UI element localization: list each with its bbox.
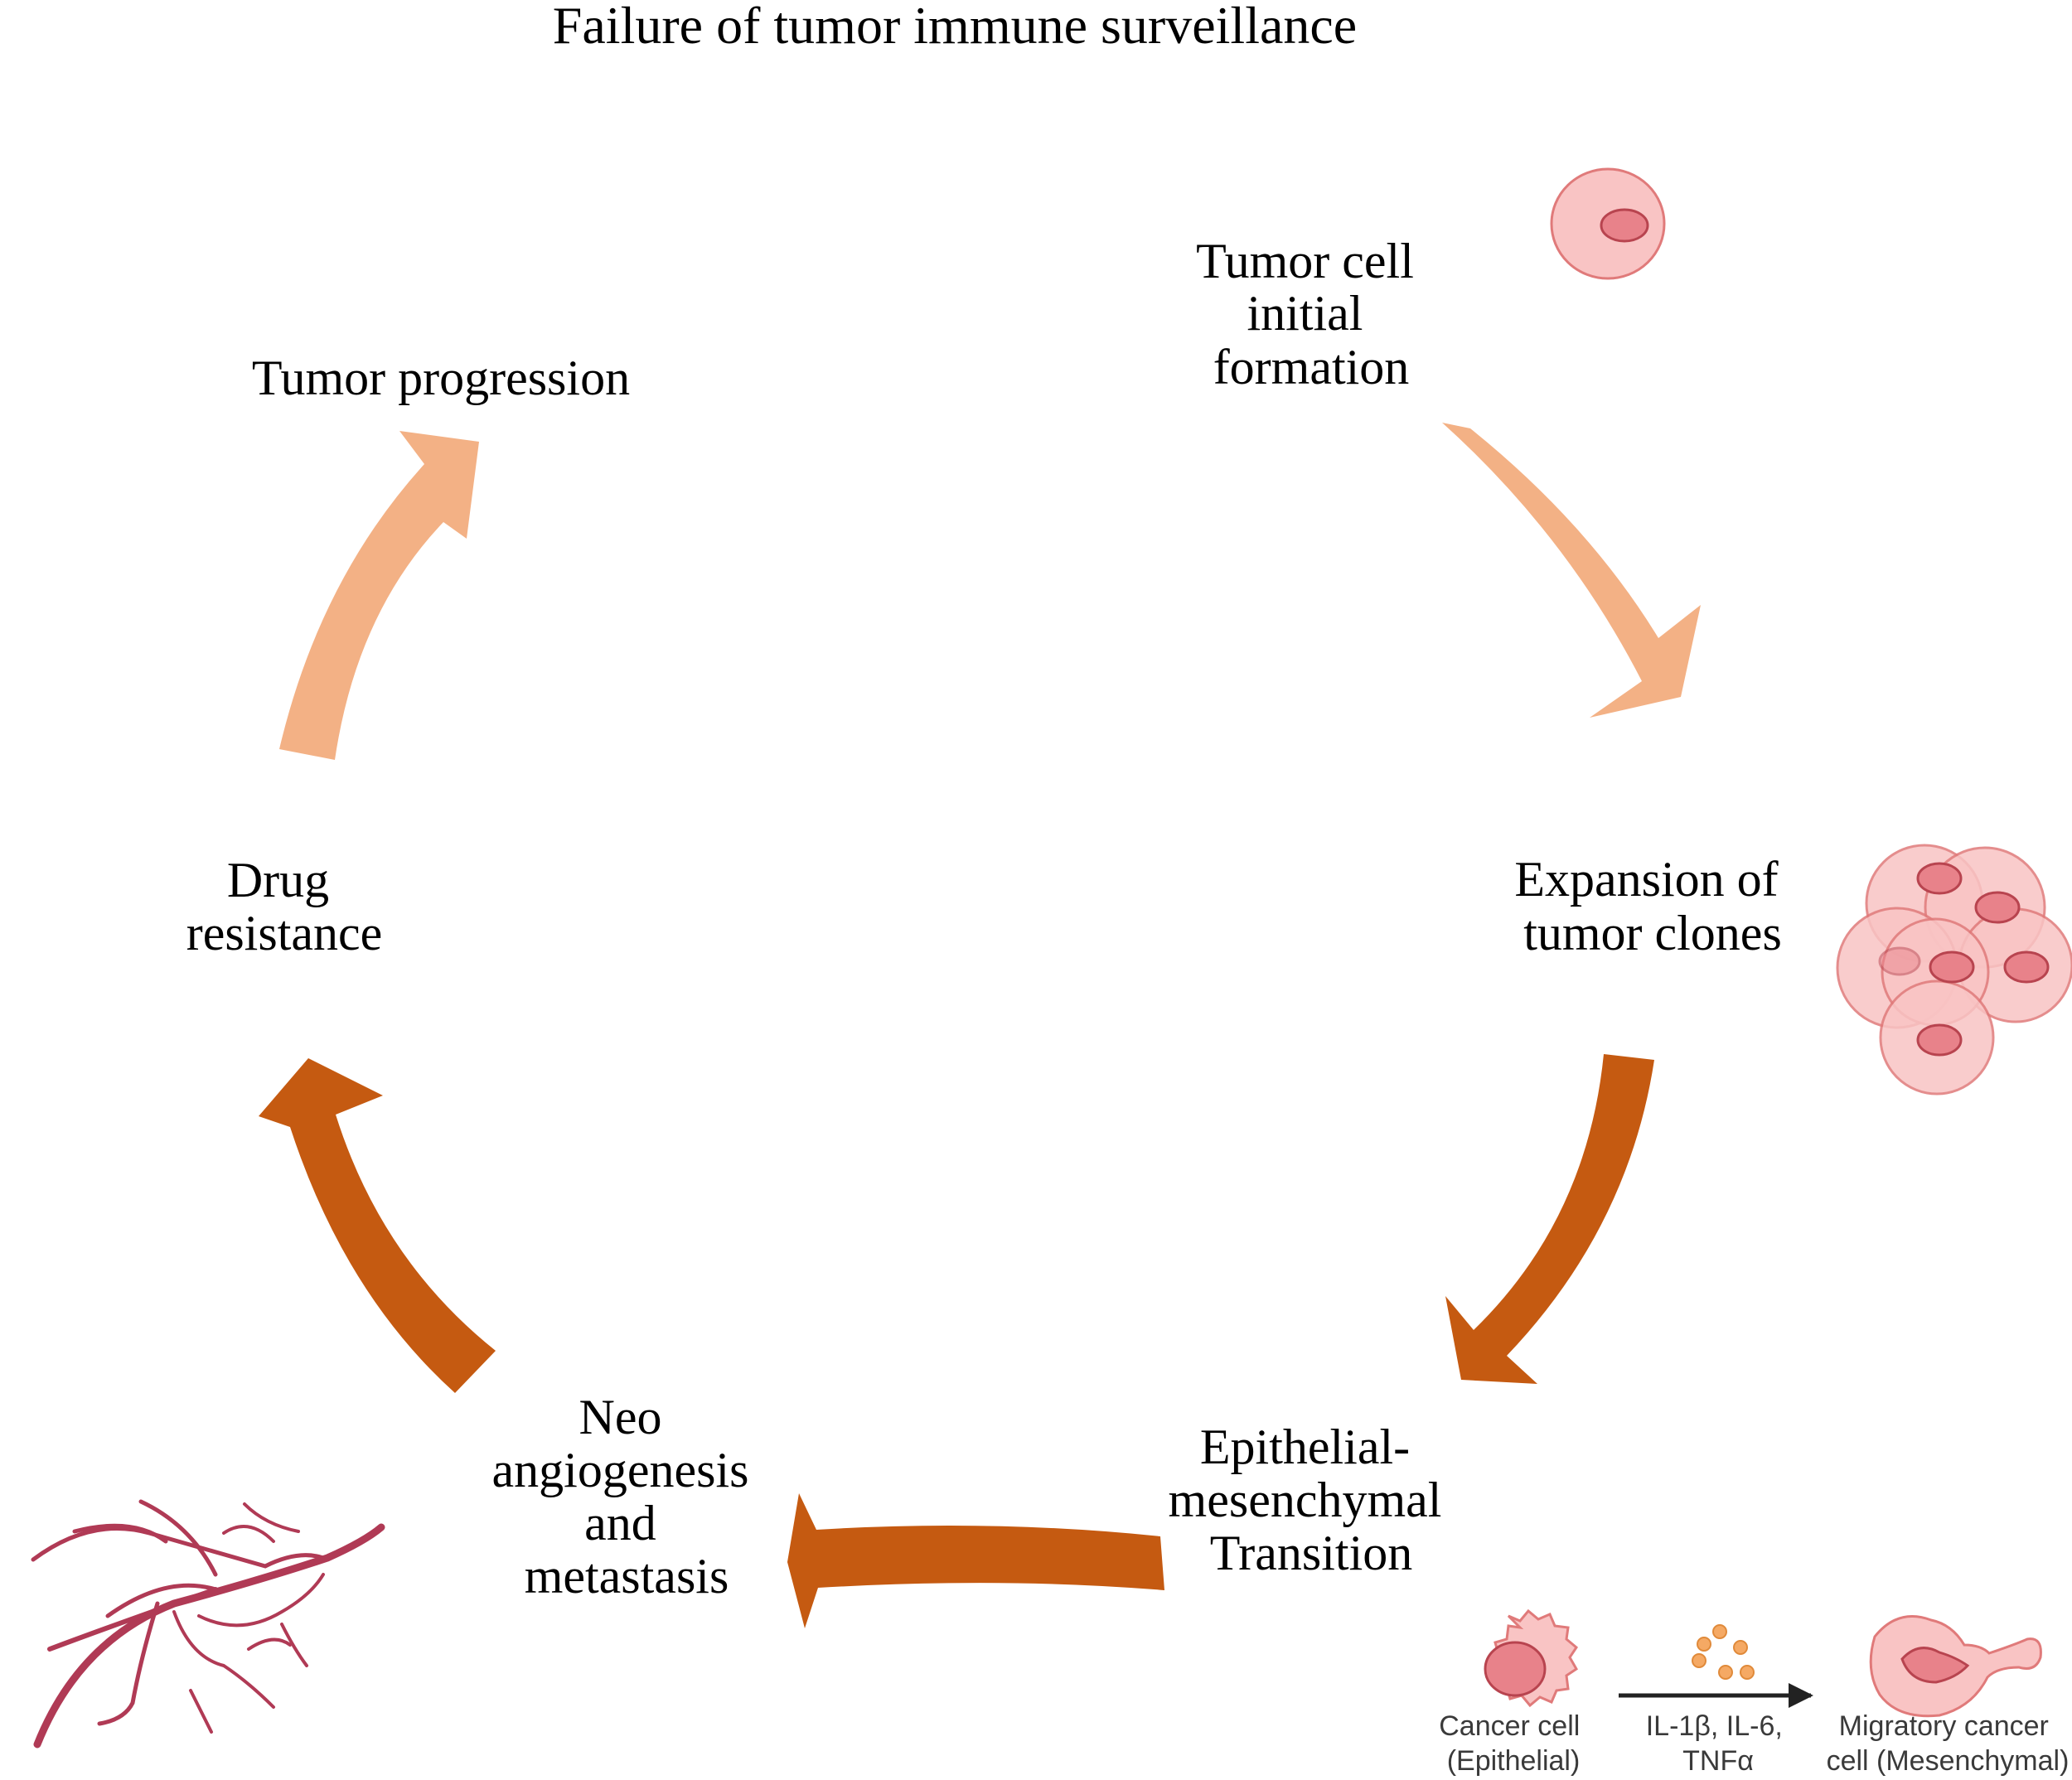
stage-label-drug-resistance: Drug resistance [186, 853, 383, 960]
stage-label-tumor-progression: Tumor progression [252, 351, 630, 405]
cytokine-dots-icon [1692, 1624, 1755, 1680]
migratory-cell-mesenchymal-label: Migratory cancer cell (Mesenchymal) [1827, 1710, 2070, 1777]
stage-label-epithelial-mesenchymal-transition: Epithelial- mesenchymal Transition [1169, 1420, 1455, 1580]
arrow-emt-to-angiogenesis [787, 1493, 1164, 1628]
stage-label-expansion-of-tumor-clones: Expansion of tumor clones [1514, 852, 1790, 960]
diagram-title: Failure of tumor immune surveillance [553, 0, 1357, 55]
arrow-formation-to-expansion [1442, 423, 1701, 718]
stage-label-tumor-cell-initial-formation: Tumor cell initial formation [1196, 234, 1426, 394]
cytokines-label: IL-1β, IL-6, TNFα [1646, 1710, 1791, 1777]
blood-vessel-icon [31, 1499, 385, 1749]
epithelial-cancer-cell-icon [1484, 1608, 1578, 1708]
mesenchymal-migratory-cell-icon [1869, 1615, 2042, 1718]
tumor-clone-cluster-icon [1836, 844, 2072, 1096]
cycle-arrows [259, 423, 1701, 1628]
emt-cell-transition-icon: Cancer cell (Epithelial) IL-1β, IL-6, TN… [1439, 1608, 2070, 1777]
stage-label-neo-angiogenesis-and-metastasis: Neo angiogenesis and metastasis [492, 1390, 762, 1603]
cancer-cell-epithelial-label: Cancer cell (Epithelial) [1439, 1710, 1588, 1777]
arrow-resistance-to-progression [279, 431, 479, 760]
arrow-expansion-to-emt [1445, 1054, 1654, 1384]
arrow-angiogenesis-to-resistance [259, 1058, 496, 1393]
single-tumor-cell-icon [1550, 167, 1666, 280]
